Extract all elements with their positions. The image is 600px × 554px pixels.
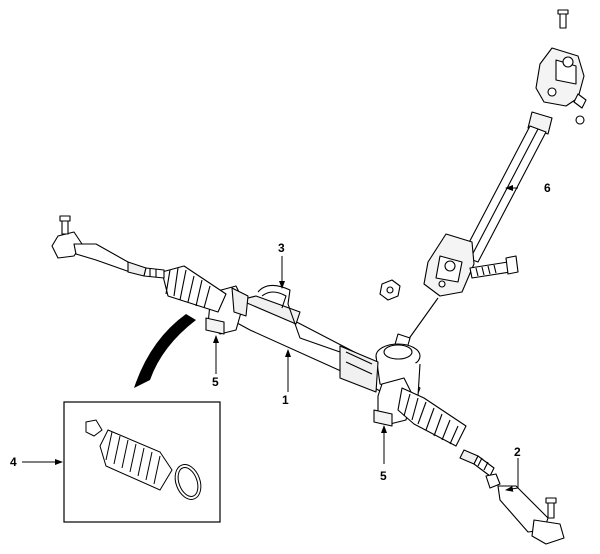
callout-3: 3 (278, 241, 285, 255)
right-tie-rod-end (459, 449, 565, 545)
callout-4: 4 (10, 455, 17, 469)
steering-gear-housing (227, 284, 421, 409)
left-tie-rod-end (51, 215, 165, 279)
callout-5-left: 5 (212, 375, 219, 389)
boot-kit-inset (63, 401, 221, 523)
callout-6: 6 (544, 181, 551, 195)
callout-2: 2 (514, 445, 521, 459)
callout-1: 1 (282, 393, 289, 407)
callout-5-right: 5 (380, 469, 387, 483)
right-bellows-boot (397, 387, 467, 447)
detail-pointer-arrow (134, 314, 196, 388)
left-bellows-boot (161, 265, 227, 313)
intermediate-steering-shaft (379, 9, 587, 301)
leader-2 (505, 458, 519, 492)
